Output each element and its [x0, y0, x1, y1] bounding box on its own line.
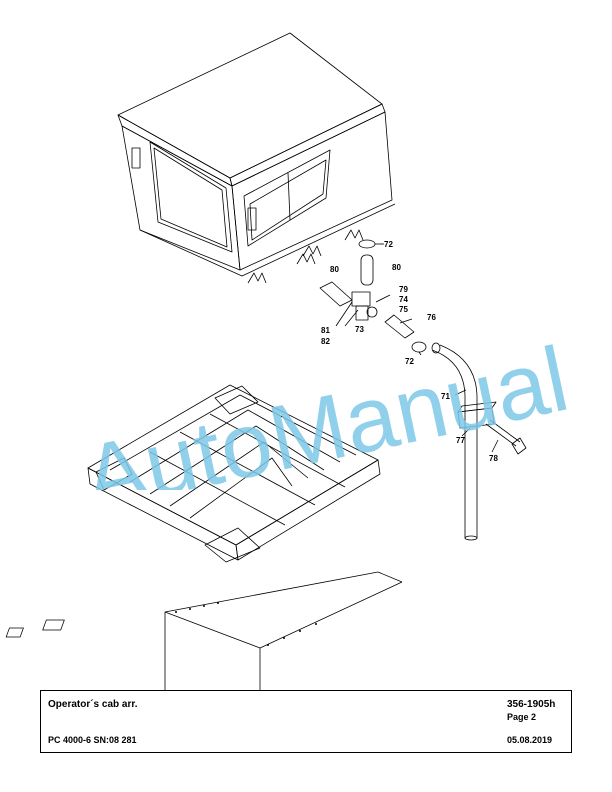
platform-frame-illustration [87, 384, 381, 563]
callout-75: 75 [399, 305, 408, 314]
callout-78: 78 [489, 454, 498, 463]
machine-model: PC 4000-6 SN:08 281 [48, 735, 137, 745]
callout-76: 76 [427, 313, 436, 322]
page-number: Page 2 [507, 712, 537, 722]
document-number: 356-1905h [507, 699, 556, 710]
callout-80-right: 80 [392, 263, 401, 272]
document-date: 05.08.2019 [507, 735, 553, 745]
callout-74: 74 [399, 295, 408, 304]
callout-77: 77 [456, 436, 465, 445]
hose-fittings-illustration [319, 239, 427, 356]
pipe-illustration [431, 342, 527, 541]
lower-body-illustration [5, 571, 403, 690]
callout-82: 82 [321, 337, 330, 346]
operator-cab-illustration [117, 32, 396, 284]
callout-80-left: 80 [330, 265, 339, 274]
callout-73: 73 [355, 325, 364, 334]
callout-72-lower: 72 [405, 357, 414, 366]
parts-drawing [5, 32, 527, 690]
callout-81: 81 [321, 326, 330, 335]
callout-72-top: 72 [384, 240, 393, 249]
title-block: Operator´s cab arr. 356-1905h Page 2 PC … [40, 690, 572, 753]
drawing-title: Operator´s cab arr. [48, 699, 138, 710]
callout-71: 71 [441, 392, 450, 401]
callout-79: 79 [399, 285, 408, 294]
